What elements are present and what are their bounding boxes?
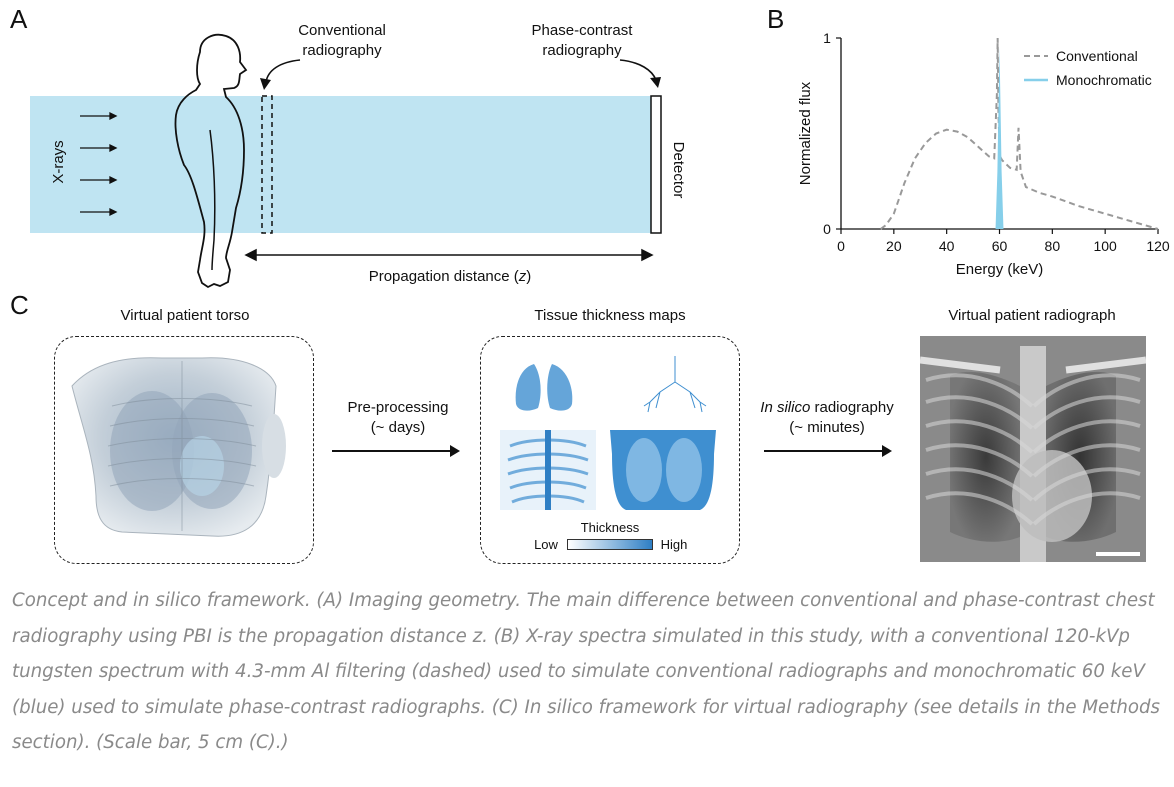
x-tick-label: 0 — [837, 238, 845, 254]
series-monochromatic-area — [995, 47, 1004, 229]
phase-contrast-radiography-label: Phase-contrast radiography — [517, 21, 647, 61]
preprocessing-line1: Pre-processing — [347, 399, 449, 416]
torso-title: Virtual patient torso — [120, 307, 250, 324]
insilico-line2: (~ minutes) — [789, 419, 865, 436]
preprocessing-arrow — [332, 445, 460, 457]
phase-curved-arrow — [619, 59, 657, 81]
lungs-map — [515, 364, 573, 411]
conventional-radiography-label: Conventional radiography — [282, 21, 402, 61]
xray-beam — [30, 96, 654, 233]
phase-label-line1: Phase-contrast — [531, 22, 633, 39]
panel-a-letter: A — [10, 4, 28, 34]
y-tick-label: 0 — [823, 221, 831, 237]
x-tick-label: 40 — [939, 238, 955, 254]
phase-label-line2: radiography — [542, 42, 622, 59]
phase-arrowhead — [650, 77, 661, 88]
virtual-torso-image — [71, 357, 286, 537]
legend-label: Conventional — [1056, 48, 1138, 64]
bones-map — [500, 430, 596, 510]
patient-arm-outline — [209, 129, 216, 271]
insilico-italic: In silico — [760, 399, 811, 416]
x-tick-label: 100 — [1093, 238, 1117, 254]
xrays-label: X-rays — [50, 140, 67, 184]
incident-arrows — [80, 111, 118, 217]
conventional-label-line1: Conventional — [298, 22, 386, 39]
insilico-line1: In silico radiography — [752, 398, 902, 418]
propagation-var: z — [518, 268, 527, 285]
panel-b-letter: B — [767, 4, 785, 34]
detector-label: Detector — [670, 141, 687, 199]
maps-title: Tissue thickness maps — [534, 307, 686, 324]
conventional-curved-arrow — [265, 59, 301, 83]
series-conventional-line — [880, 37, 1159, 230]
x-tick-label: 20 — [886, 238, 902, 254]
insilico-arrow — [764, 445, 892, 457]
legend-label: Monochromatic — [1056, 72, 1152, 88]
preprocessing-label: Pre-processing (~ days) — [328, 398, 468, 438]
scale-bar — [1096, 552, 1140, 556]
propagation-prefix: Propagation distance ( — [368, 268, 519, 285]
airway-map — [643, 356, 707, 413]
thickness-high-label: High — [660, 537, 688, 552]
thickness-colorbar — [567, 539, 653, 550]
propagation-suffix: ) — [526, 268, 532, 285]
insilico-rest: radiography — [810, 399, 894, 416]
thickness-label: Thickness — [580, 520, 640, 535]
x-tick-label: 80 — [1045, 238, 1061, 254]
soft-tissue-map — [610, 430, 716, 510]
x-tick-label: 120 — [1146, 238, 1170, 254]
patient-silhouette — [174, 33, 248, 289]
panel-c-letter: C — [10, 290, 29, 320]
thickness-low-label: Low — [534, 537, 558, 552]
radiograph-title: Virtual patient radiograph — [948, 307, 1116, 324]
propagation-distance-arrow — [244, 248, 654, 262]
conventional-label-line2: radiography — [302, 42, 382, 59]
thickness-maps-box — [480, 336, 740, 564]
conventional-arrowhead — [260, 78, 271, 90]
x-axis-label: Energy (keV) — [956, 261, 1044, 278]
imaging-geometry-diagram — [30, 33, 662, 289]
propagation-distance-label: Propagation distance (z) — [330, 267, 570, 287]
figure-caption: Concept and in silico framework. (A) Ima… — [12, 590, 1161, 753]
phase-contrast-detector — [650, 95, 662, 234]
x-tick-label: 60 — [992, 238, 1008, 254]
conventional-detector-plane — [261, 95, 273, 234]
insilico-label: In silico radiography (~ minutes) — [752, 398, 902, 438]
y-tick-label: 1 — [823, 30, 831, 46]
virtual-radiograph-image — [920, 336, 1146, 562]
torso-box — [54, 336, 314, 564]
preprocessing-line2: (~ days) — [370, 419, 426, 436]
y-axis-label: Normalized flux — [797, 81, 814, 185]
thickness-maps-image — [500, 356, 716, 510]
